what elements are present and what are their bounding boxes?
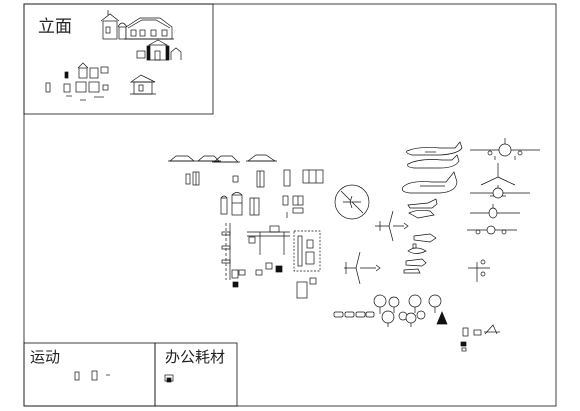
boats <box>403 233 437 274</box>
office-symbols <box>164 374 174 383</box>
prop-plane-top <box>468 259 490 282</box>
jet-top-2 <box>375 210 409 242</box>
jet-top-3 <box>344 251 381 285</box>
elevation-drawings <box>45 10 182 101</box>
elevation-section-box <box>23 3 214 115</box>
office-label: 办公耗材 <box>165 348 225 366</box>
landscape-group <box>333 294 500 352</box>
jet-front-1 <box>470 138 540 160</box>
jet-front-4 <box>467 225 517 235</box>
transport-side <box>401 171 458 194</box>
roof-profiles <box>168 154 277 163</box>
sports-label: 运动 <box>30 348 60 366</box>
elevation-label: 立面 <box>38 17 72 37</box>
trees-row <box>373 294 448 327</box>
gate-elevation <box>146 39 170 61</box>
aircraft-group <box>334 138 540 285</box>
tower-elevation <box>102 20 118 40</box>
jet-side-2 <box>407 154 460 169</box>
villa-elevation <box>124 17 174 40</box>
building-components <box>168 154 324 299</box>
jet-side-1 <box>406 141 463 156</box>
sports-symbols <box>74 370 110 381</box>
figures <box>460 324 500 352</box>
aircraft-sign <box>334 184 370 220</box>
pavilion-elevation <box>129 74 156 95</box>
jet-front-3 <box>470 204 520 219</box>
sheet-border <box>23 3 557 407</box>
jet-front-2 <box>470 187 530 199</box>
prop-plane-side <box>407 198 438 219</box>
office-section-box <box>154 342 238 407</box>
cars-row <box>333 311 375 318</box>
